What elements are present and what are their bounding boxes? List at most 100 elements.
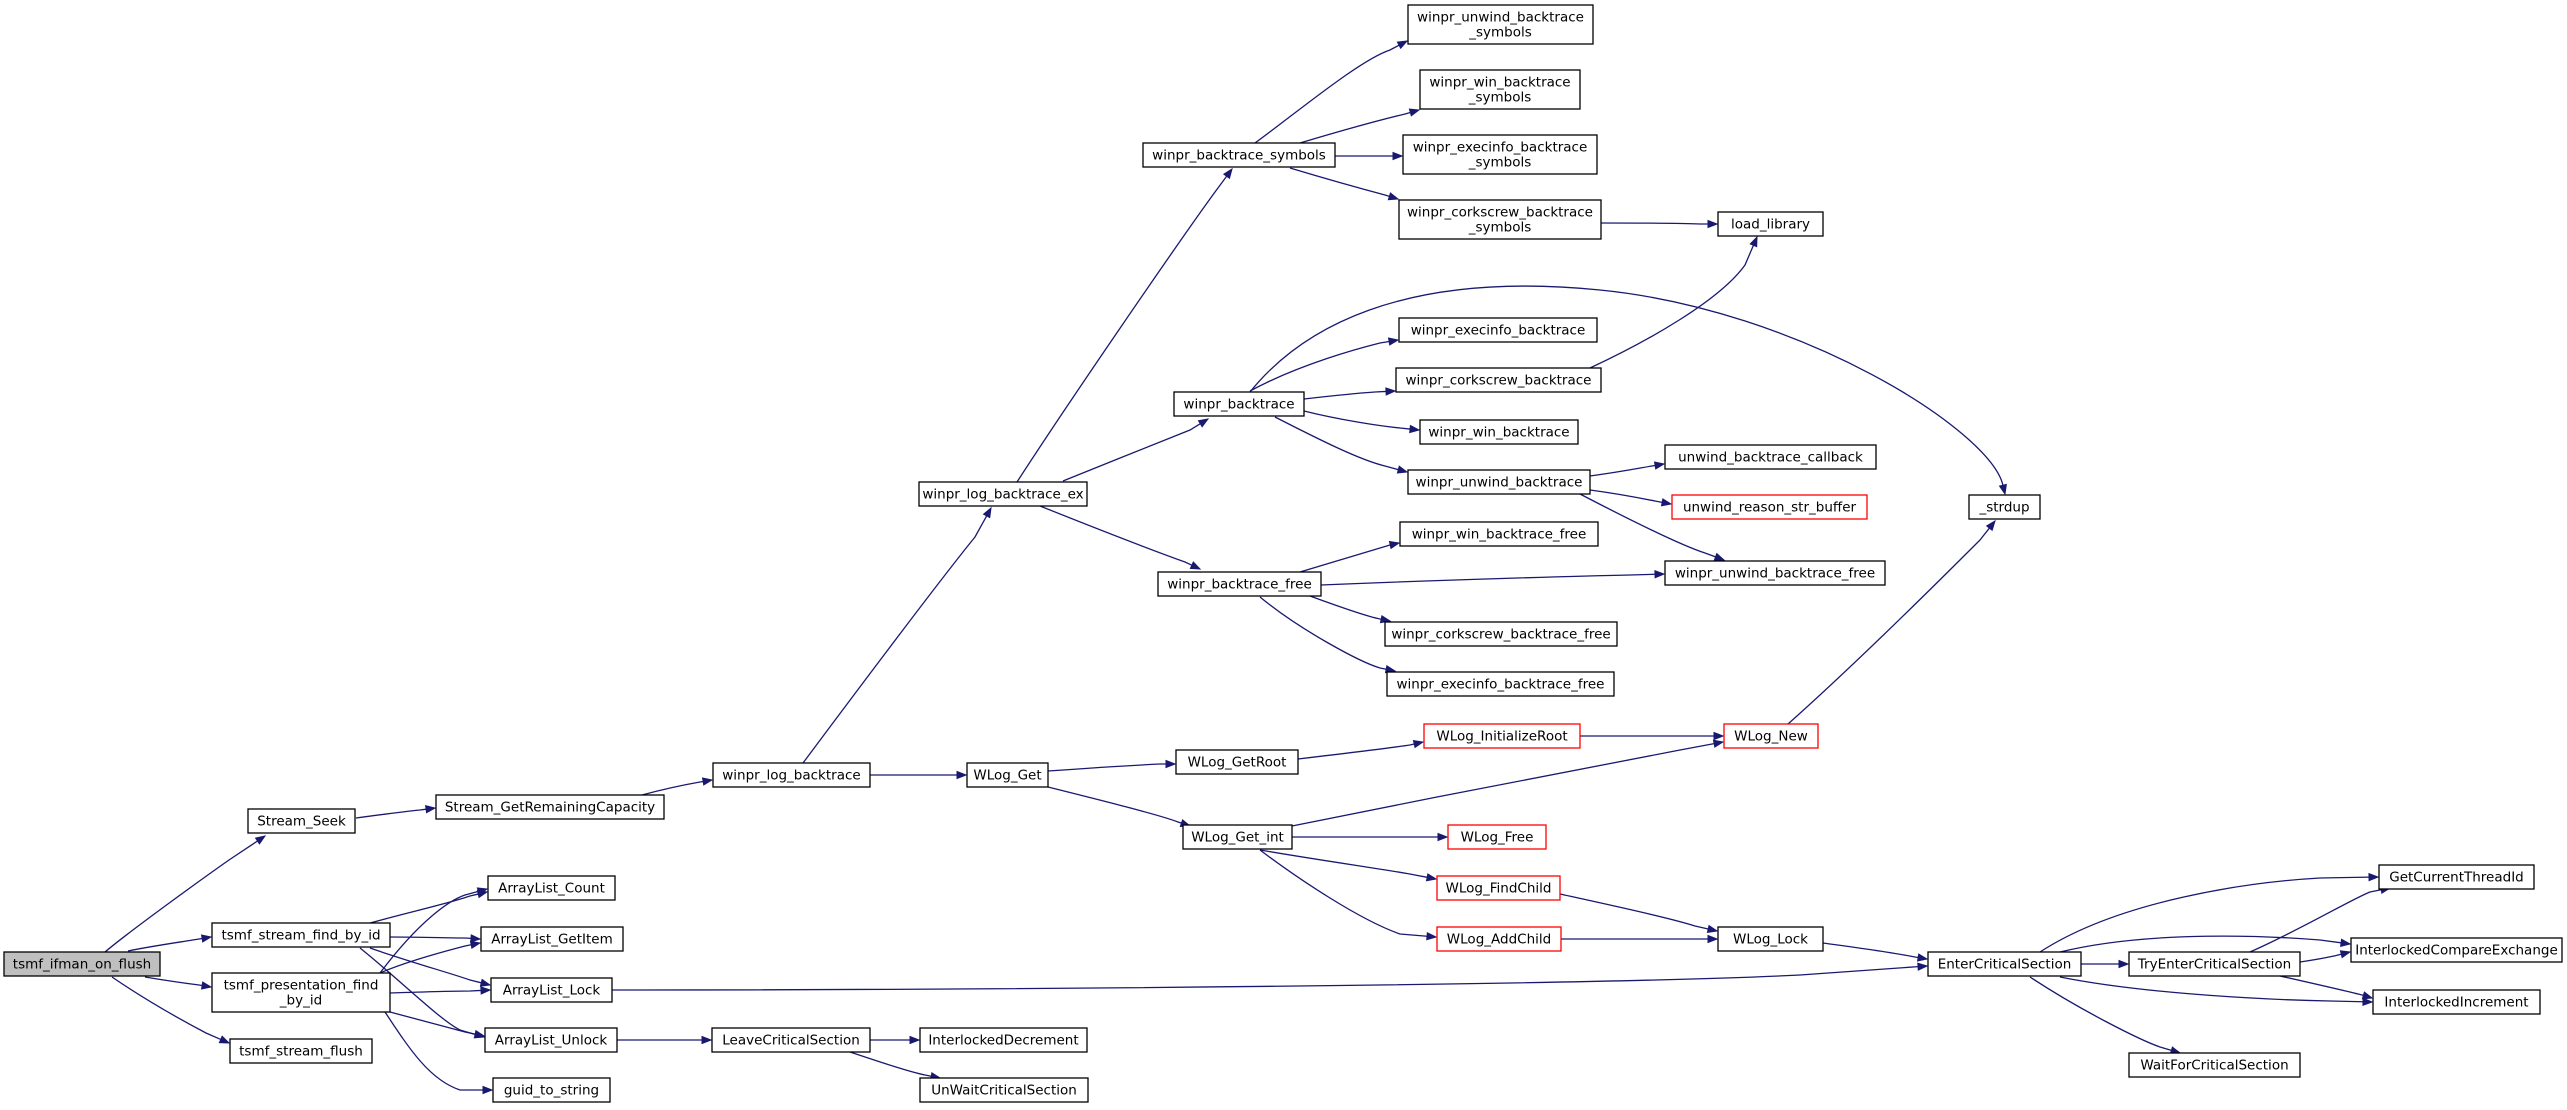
node-WLog_FindChild[interactable]: WLog_FindChild <box>1436 875 1561 901</box>
node-box[interactable] <box>1447 824 1547 850</box>
node-TryEnterCriticalSection[interactable]: TryEnterCriticalSection <box>2128 951 2301 977</box>
node-box[interactable] <box>435 794 665 820</box>
node-winpr_log_backtrace[interactable]: winpr_log_backtrace <box>712 762 871 788</box>
node-load_library[interactable]: load_library <box>1717 211 1824 237</box>
node-WLog_AddChild[interactable]: WLog_AddChild <box>1436 926 1562 952</box>
node-WLog_InitializeRoot[interactable]: WLog_InitializeRoot <box>1423 723 1581 749</box>
node-tsmf_ifman_on_flush[interactable]: tsmf_ifman_on_flush <box>3 951 161 977</box>
node-box[interactable] <box>1399 521 1599 547</box>
node-box[interactable] <box>1384 621 1618 647</box>
node-box[interactable] <box>211 972 391 1013</box>
node-box[interactable] <box>2128 1052 2301 1078</box>
node-winpr_unwind_backtrace_symbols[interactable]: winpr_unwind_backtrace_symbols <box>1407 4 1594 45</box>
node-box[interactable] <box>1419 69 1581 110</box>
node-_strdup[interactable]: _strdup <box>1968 494 2041 520</box>
node-box[interactable] <box>1182 824 1293 850</box>
node-InterlockedDecrement[interactable]: InterlockedDecrement <box>919 1027 1088 1053</box>
node-Stream_Seek[interactable]: Stream_Seek <box>247 808 356 834</box>
node-box[interactable] <box>490 977 613 1003</box>
node-box[interactable] <box>487 875 616 901</box>
node-box[interactable] <box>2372 989 2541 1015</box>
node-box[interactable] <box>966 762 1049 788</box>
node-box[interactable] <box>711 1027 871 1053</box>
node-box[interactable] <box>1395 367 1602 393</box>
node-box[interactable] <box>2128 951 2301 977</box>
node-InterlockedIncrement[interactable]: InterlockedIncrement <box>2372 989 2541 1015</box>
node-box[interactable] <box>1671 494 1868 520</box>
node-tsmf_presentation_find_by_id[interactable]: tsmf_presentation_find_by_id <box>211 972 391 1013</box>
node-box[interactable] <box>480 926 624 952</box>
node-box[interactable] <box>1407 469 1591 495</box>
node-WaitForCriticalSection[interactable]: WaitForCriticalSection <box>2128 1052 2301 1078</box>
node-box[interactable] <box>1386 671 1615 697</box>
node-box[interactable] <box>229 1038 373 1064</box>
node-winpr_win_backtrace_symbols[interactable]: winpr_win_backtrace_symbols <box>1419 69 1581 110</box>
node-ArrayList_Unlock[interactable]: ArrayList_Unlock <box>484 1027 618 1053</box>
node-box[interactable] <box>1717 211 1824 237</box>
node-WLog_Get_int[interactable]: WLog_Get_int <box>1182 824 1293 850</box>
node-box[interactable] <box>1723 723 1819 749</box>
node-unwind_reason_str_buffer[interactable]: unwind_reason_str_buffer <box>1671 494 1868 520</box>
node-Stream_GetRemainingCapacity[interactable]: Stream_GetRemainingCapacity <box>435 794 665 820</box>
node-box[interactable] <box>1436 926 1562 952</box>
node-winpr_backtrace_free[interactable]: winpr_backtrace_free <box>1157 571 1322 597</box>
node-box[interactable] <box>1717 926 1824 952</box>
node-box[interactable] <box>1419 419 1579 445</box>
node-winpr_unwind_backtrace[interactable]: winpr_unwind_backtrace <box>1407 469 1591 495</box>
node-ArrayList_GetItem[interactable]: ArrayList_GetItem <box>480 926 624 952</box>
node-LeaveCriticalSection[interactable]: LeaveCriticalSection <box>711 1027 871 1053</box>
node-WLog_Lock[interactable]: WLog_Lock <box>1717 926 1824 952</box>
node-winpr_win_backtrace[interactable]: winpr_win_backtrace <box>1419 419 1579 445</box>
node-unwind_backtrace_callback[interactable]: unwind_backtrace_callback <box>1664 444 1877 470</box>
node-winpr_corkscrew_backtrace_free[interactable]: winpr_corkscrew_backtrace_free <box>1384 621 1618 647</box>
node-box[interactable] <box>1423 723 1581 749</box>
node-box[interactable] <box>3 951 161 977</box>
node-box[interactable] <box>492 1077 611 1103</box>
node-box[interactable] <box>1664 560 1886 586</box>
node-box[interactable] <box>919 1027 1088 1053</box>
node-box[interactable] <box>712 762 871 788</box>
node-winpr_log_backtrace_ex[interactable]: winpr_log_backtrace_ex <box>918 481 1088 507</box>
node-box[interactable] <box>1407 4 1594 45</box>
node-UnWaitCriticalSection[interactable]: UnWaitCriticalSection <box>919 1077 1089 1103</box>
node-box[interactable] <box>1927 951 2082 977</box>
node-box[interactable] <box>211 922 391 948</box>
node-GetCurrentThreadId[interactable]: GetCurrentThreadId <box>2378 864 2535 890</box>
node-box[interactable] <box>2350 937 2563 963</box>
node-box[interactable] <box>1664 444 1877 470</box>
node-winpr_win_backtrace_free[interactable]: winpr_win_backtrace_free <box>1399 521 1599 547</box>
node-box[interactable] <box>1157 571 1322 597</box>
node-ArrayList_Count[interactable]: ArrayList_Count <box>487 875 616 901</box>
node-box[interactable] <box>1173 391 1305 417</box>
node-box[interactable] <box>918 481 1088 507</box>
node-WLog_New[interactable]: WLog_New <box>1723 723 1819 749</box>
node-box[interactable] <box>1402 134 1598 175</box>
node-winpr_execinfo_backtrace_free[interactable]: winpr_execinfo_backtrace_free <box>1386 671 1615 697</box>
node-winpr_backtrace[interactable]: winpr_backtrace <box>1173 391 1305 417</box>
node-WLog_GetRoot[interactable]: WLog_GetRoot <box>1175 749 1299 775</box>
node-winpr_corkscrew_backtrace_symbols[interactable]: winpr_corkscrew_backtrace_symbols <box>1398 199 1602 240</box>
node-winpr_corkscrew_backtrace[interactable]: winpr_corkscrew_backtrace <box>1395 367 1602 393</box>
node-box[interactable] <box>1436 875 1561 901</box>
node-box[interactable] <box>1398 317 1598 343</box>
node-InterlockedCompareExchange[interactable]: InterlockedCompareExchange <box>2350 937 2563 963</box>
node-tsmf_stream_flush[interactable]: tsmf_stream_flush <box>229 1038 373 1064</box>
node-box[interactable] <box>1398 199 1602 240</box>
node-winpr_backtrace_symbols[interactable]: winpr_backtrace_symbols <box>1142 142 1336 168</box>
node-winpr_execinfo_backtrace[interactable]: winpr_execinfo_backtrace <box>1398 317 1598 343</box>
node-box[interactable] <box>1968 494 2041 520</box>
node-box[interactable] <box>484 1027 618 1053</box>
node-box[interactable] <box>2378 864 2535 890</box>
node-guid_to_string[interactable]: guid_to_string <box>492 1077 611 1103</box>
node-box[interactable] <box>1142 142 1336 168</box>
node-WLog_Get[interactable]: WLog_Get <box>966 762 1049 788</box>
node-winpr_unwind_backtrace_free[interactable]: winpr_unwind_backtrace_free <box>1664 560 1886 586</box>
node-tsmf_stream_find_by_id[interactable]: tsmf_stream_find_by_id <box>211 922 391 948</box>
node-winpr_execinfo_backtrace_symbols[interactable]: winpr_execinfo_backtrace_symbols <box>1402 134 1598 175</box>
node-ArrayList_Lock[interactable]: ArrayList_Lock <box>490 977 613 1003</box>
node-WLog_Free[interactable]: WLog_Free <box>1447 824 1547 850</box>
node-box[interactable] <box>1175 749 1299 775</box>
node-box[interactable] <box>247 808 356 834</box>
node-box[interactable] <box>919 1077 1089 1103</box>
node-EnterCriticalSection[interactable]: EnterCriticalSection <box>1927 951 2082 977</box>
